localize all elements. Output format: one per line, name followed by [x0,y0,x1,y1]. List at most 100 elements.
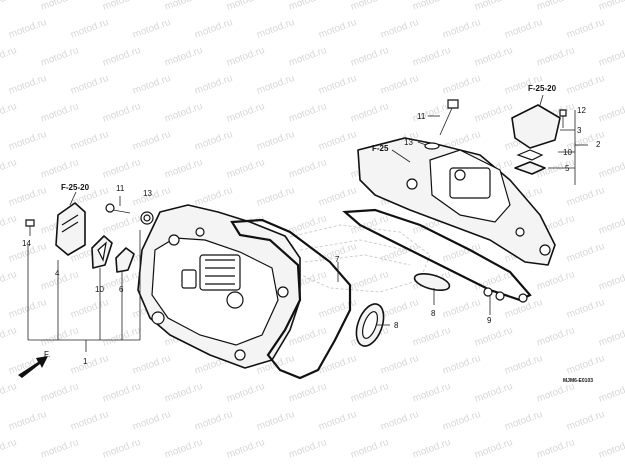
watermark-text: motod.ru [473,437,514,461]
callout-11: 11 [116,184,125,193]
watermark-text: motod.ru [441,297,482,321]
leader-lines [27,94,588,352]
watermark-text: motod.ru [503,17,544,41]
watermark-text: motod.ru [193,185,234,209]
watermark-text: motod.ru [69,353,110,377]
watermark-text: motod.ru [0,213,18,237]
watermark-text: motod.ru [225,381,266,405]
watermark-text: motod.ru [317,73,358,97]
watermark-text: motod.ru [163,101,204,125]
watermark-text: motod.ru [7,17,48,41]
watermark-text: motod.ru [193,73,234,97]
watermark-text: motod.ru [535,381,576,405]
watermark-text: motod.ru [565,17,606,41]
watermark-text: motod.ru [473,269,514,293]
diagram-code: MJM6-E0103 [563,378,593,384]
watermark-text: motod.ru [441,73,482,97]
watermark-text: motod.ru [287,381,328,405]
watermark-text: motod.ru [287,45,328,69]
watermark-text: motod.ru [565,73,606,97]
watermark-text: motod.ru [535,437,576,461]
watermark-text: motod.ru [39,0,80,13]
watermark-text: motod.ru [0,0,18,13]
watermark-text: motod.ru [379,17,420,41]
watermark-text: motod.ru [39,157,80,181]
left-small-parts [25,202,154,273]
callout-8b: 8 [431,309,436,318]
callout-labels: 1 2 3 4 5 6 7 8 8 9 10 10 11 11 12 13 13… [22,106,601,366]
watermark-text: motod.ru [163,437,204,461]
watermark-text: motod.ru [349,213,390,237]
callout-5: 5 [565,164,570,173]
callout-12: 12 [577,106,586,115]
watermark-text: motod.ru [597,269,625,293]
watermark-text: motod.ru [379,297,420,321]
callout-13b: 13 [404,138,413,147]
callout-3: 3 [577,126,582,135]
watermark-text: motod.ru [225,157,266,181]
head-cover-gasket-left [230,218,352,380]
reference-f-25: F-25 [372,144,389,153]
cylinder-head-cover-left [137,204,301,369]
watermark-text: motod.ru [597,157,625,181]
watermark-text: motod.ru [225,0,266,13]
cylinder-head-cover-right [357,137,556,266]
watermark-text: motod.ru [349,437,390,461]
watermark-text: motod.ru [225,101,266,125]
watermark-text: motod.ru [535,269,576,293]
watermark-text: motod.ru [565,409,606,433]
watermark-text: motod.ru [535,45,576,69]
watermark-text: motod.ru [7,73,48,97]
watermark-text: motod.ru [225,437,266,461]
callout-8: 8 [394,321,399,330]
watermark-text: motod.ru [287,325,328,349]
watermark-text: motod.ru [69,409,110,433]
watermark-text: motod.ru [317,297,358,321]
watermark-text: motod.ru [565,185,606,209]
watermark-text: motod.ru [163,0,204,13]
watermark-text: motod.ru [101,213,142,237]
watermark-text: motod.ru [287,101,328,125]
watermark-text: motod.ru [39,381,80,405]
watermark-text: motod.ru [597,213,625,237]
watermark-text: motod.ru [287,437,328,461]
watermark-text: motod.ru [0,45,18,69]
watermark-text: motod.ru [441,353,482,377]
reference-labels: F-25-20 F-25-20 F-25 [61,84,557,192]
direction-label: F. [44,350,50,359]
watermark-text: motod.ru [0,101,18,125]
callout-4: 4 [55,269,60,278]
watermark-text: motod.ru [597,325,625,349]
watermark-text: motod.ru [597,437,625,461]
watermark-text: motod.ru [101,157,142,181]
watermark-text: motod.ru [535,325,576,349]
watermark-text: motod.ru [39,101,80,125]
callout-9: 9 [487,316,492,325]
watermark-text: motod.ru [317,185,358,209]
watermark-text: motod.ru [7,185,48,209]
watermark-text: motod.ru [101,0,142,13]
watermark-text: motod.ru [565,241,606,265]
watermark-text: motod.ru [101,381,142,405]
watermark-text: motod.ru [317,129,358,153]
watermark-text: motod.ru [349,0,390,13]
watermark-text: motod.ru [131,409,172,433]
watermark-text: motod.ru [0,381,18,405]
watermark-text: motod.ru [473,325,514,349]
watermark-text: motod.ru [193,129,234,153]
callout-1: 1 [83,357,88,366]
watermark-text: motod.ru [39,45,80,69]
watermark-text: motod.ru [411,381,452,405]
watermark-text: motod.ru [0,157,18,181]
watermark-text: motod.ru [287,157,328,181]
callout-7: 7 [335,255,340,264]
watermark-text: motod.ru [317,353,358,377]
reference-f-25-20-left: F-25-20 [61,183,90,192]
watermark-text: motod.ru [411,325,452,349]
watermark-text: motod.ru [317,409,358,433]
reference-f-25-20-right: F-25-20 [528,84,557,93]
watermark-text: motod.ru [0,325,18,349]
callout-13: 13 [143,189,152,198]
watermark-text: motod.ru [163,45,204,69]
